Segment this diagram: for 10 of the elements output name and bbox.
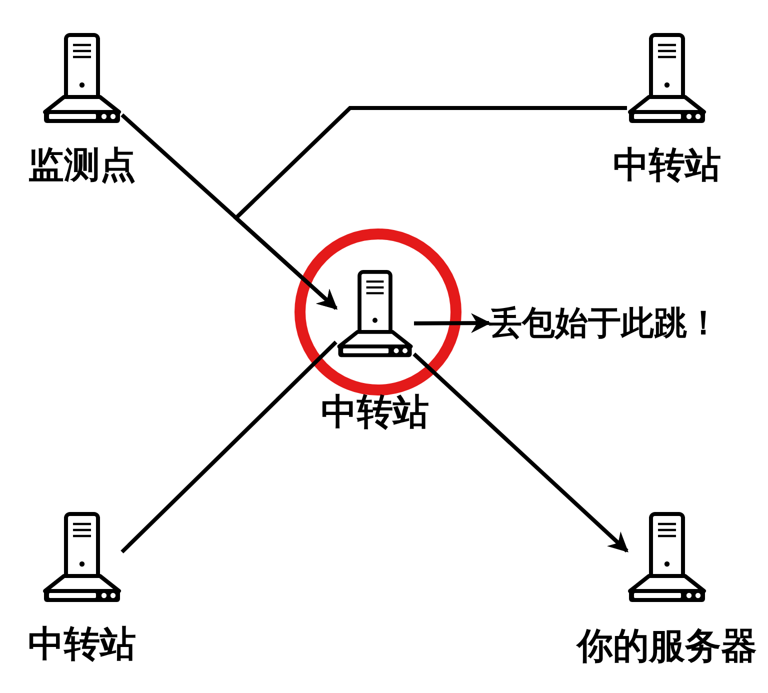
arrow [414, 313, 491, 334]
arrow [233, 106, 627, 310]
node-label: 中转站 [613, 147, 721, 185]
annotation-text: 丢包始于此跳！ [489, 304, 720, 342]
arrow [412, 352, 628, 552]
node-label: 中转站 [321, 394, 429, 432]
node-label: 中转站 [28, 626, 136, 664]
connector-line [120, 340, 338, 554]
node-label: 监测点 [28, 147, 136, 185]
node-label: 你的服务器 [577, 628, 757, 666]
